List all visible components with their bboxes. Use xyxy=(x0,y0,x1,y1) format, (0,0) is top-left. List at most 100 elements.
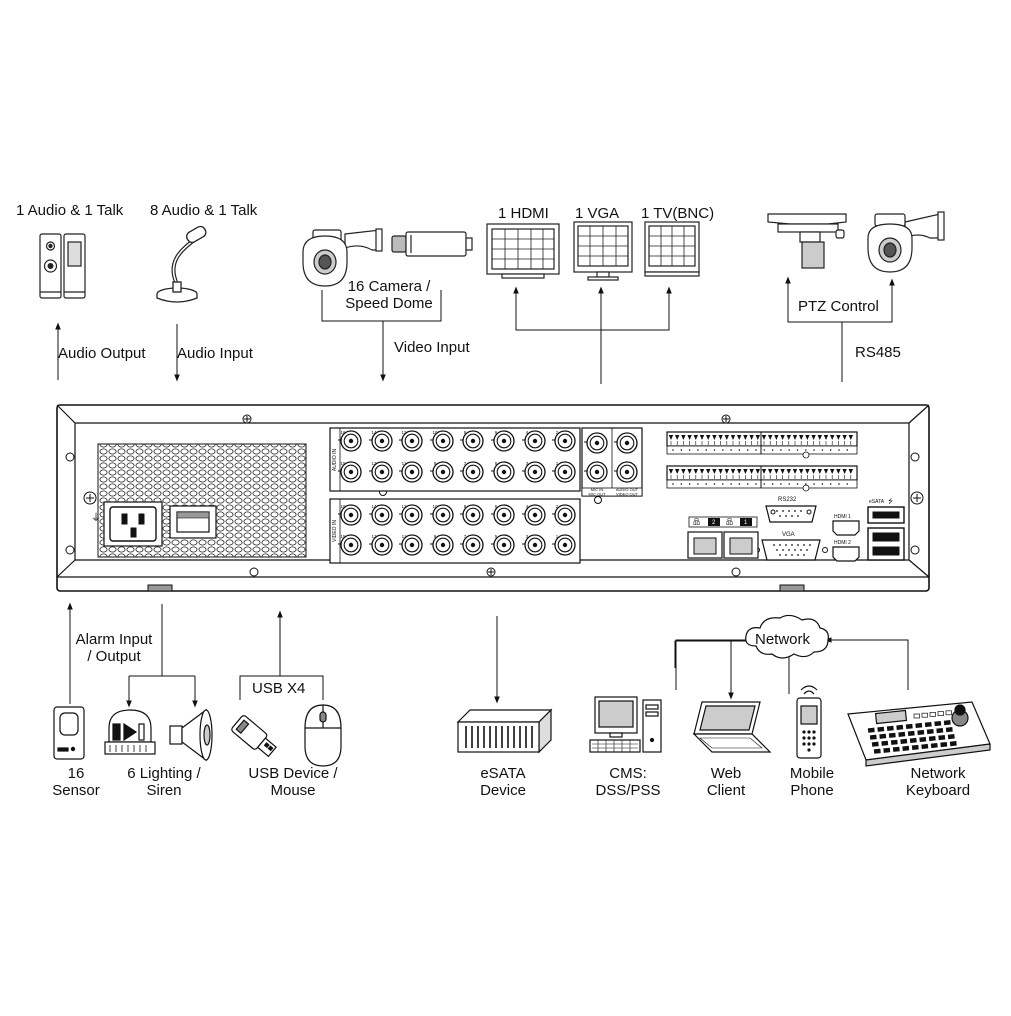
lan1-label: 1 xyxy=(744,520,748,526)
audio-in-channel-number: 5 xyxy=(495,461,498,466)
video-in-channel-number: 1 xyxy=(556,534,559,539)
alarm-sensor-icon xyxy=(53,706,85,760)
audio-in-channel-number: 11 xyxy=(402,461,407,466)
audio-in-bnc-9 xyxy=(430,461,454,483)
esata-storage-device-icon xyxy=(456,708,553,754)
audio-in-bnc-5 xyxy=(491,461,515,483)
rear-ports xyxy=(687,505,905,562)
keyboard-keys xyxy=(867,710,957,754)
video-in-bnc-14 xyxy=(369,504,393,526)
cms-label-line1: CMS: xyxy=(609,765,647,782)
hdmi-monitor-icon xyxy=(486,223,560,279)
lan-icon: 品 xyxy=(726,518,733,526)
vga-label: VGA xyxy=(782,532,795,538)
usb-x4-label: USB X4 xyxy=(252,680,306,697)
video-in-bnc-9 xyxy=(430,534,454,556)
mobile-label-line1: Mobile xyxy=(789,765,835,782)
ground-icon: ⏚ xyxy=(91,512,101,524)
audio-in-channel-number: 12 xyxy=(401,430,407,435)
audio-in-bnc-11 xyxy=(399,461,423,483)
lighting-siren-label: 6 Lighting / Siren xyxy=(114,765,214,799)
network-label: Network xyxy=(755,631,811,648)
video-in-bnc-12 xyxy=(399,504,423,526)
video-in-bnc-5 xyxy=(491,534,515,556)
video-in-channel-number: 2 xyxy=(556,504,559,509)
web-client-label: Web Client xyxy=(696,765,756,799)
video-in-channel-number: 11 xyxy=(402,534,407,539)
network-links xyxy=(675,639,770,690)
video-in-bnc-15 xyxy=(338,534,362,556)
video-in-channel-number: 13 xyxy=(371,534,377,539)
audio-in-channel-number: 1 xyxy=(556,461,559,466)
audio-in-bnc-6 xyxy=(491,430,515,452)
video-in-bnc-16 xyxy=(338,504,362,526)
hdmi2-label: HDMI 2 xyxy=(834,540,851,546)
audio-in-channel-number: 7 xyxy=(464,461,467,466)
rs232-label: RS232 xyxy=(778,497,797,503)
esata-device-label: eSATA Device xyxy=(466,765,540,799)
mic-in-label: MIC IN xyxy=(591,487,604,492)
video-in-channel-number: 9 xyxy=(434,534,437,539)
audio-in-channel-number: 6 xyxy=(495,430,498,435)
audio-in-channel-number: 3 xyxy=(526,461,529,466)
video-in-channel-number: 8 xyxy=(464,504,467,509)
video-in-channel-number: 15 xyxy=(340,534,346,539)
vga-port xyxy=(761,539,821,561)
rs485-label: RS485 xyxy=(855,344,901,361)
usb-device-label: USB Device / Mouse xyxy=(238,765,348,799)
video-in-channel-number: 5 xyxy=(495,534,498,539)
video-in-channel-number: 10 xyxy=(432,504,438,509)
camera-label-line2: Speed Dome xyxy=(345,295,433,312)
cms-label: CMS: DSS/PSS xyxy=(588,765,668,799)
hdmi1-label: HDMI 1 xyxy=(834,514,851,520)
video-in-bnc-1 xyxy=(552,534,576,556)
video-in-channel-number: 16 xyxy=(340,504,346,509)
panel-screws xyxy=(65,414,924,577)
video-out-label: VIDEO OUT xyxy=(616,492,639,497)
laptop-web-client-icon xyxy=(692,701,772,753)
network-keyboard-label: Network Keyboard xyxy=(896,765,980,799)
vga-label: 1 VGA xyxy=(575,205,620,222)
video-in-panel-label: VIDEO IN xyxy=(332,520,338,542)
audio-in-bnc-15 xyxy=(338,461,362,483)
audio-in-channel-number: 4 xyxy=(526,430,529,435)
video-in-bnc-2 xyxy=(552,504,576,526)
network-cloud-icon xyxy=(745,614,829,659)
audio-in-bnc-4 xyxy=(522,430,546,452)
speaker-icon xyxy=(39,233,86,299)
audio-in-channel-number: 2 xyxy=(556,430,559,435)
tv-label: 1 TV(BNC) xyxy=(641,205,715,222)
audio-in-bnc-10 xyxy=(430,430,454,452)
esata-label-line2: Device xyxy=(480,782,526,799)
audio-in-channel-number: 10 xyxy=(432,430,438,435)
camera-label: 16 Camera / Speed Dome xyxy=(334,278,444,312)
usb-device-label-line1: USB Device / xyxy=(248,765,338,782)
speed-dome-camera-icon xyxy=(302,228,383,287)
audio-output-label: Audio Output xyxy=(58,345,146,362)
audio-in-bnc-3 xyxy=(522,461,546,483)
bottom-connector-lines xyxy=(67,602,909,708)
sensor-label-line2: Sensor xyxy=(52,782,100,799)
box-camera-icon xyxy=(391,231,473,257)
audio-out-label: AUDIO OUT xyxy=(616,487,639,492)
ptz-camera-icon xyxy=(767,213,847,269)
pc-workstation-icon xyxy=(589,696,662,753)
mobile-label-line2: Phone xyxy=(790,782,834,799)
mobile-phone-icon xyxy=(796,685,822,759)
hdmi1-port xyxy=(832,520,860,536)
netkb-label-line2: Keyboard xyxy=(905,782,971,799)
usb-icon: ⭍ xyxy=(888,497,893,505)
audio-in-bnc-1 xyxy=(552,461,576,483)
vga-monitor-icon xyxy=(573,221,633,281)
usb-flash-drive-icon xyxy=(231,715,277,758)
ptz-control-label: PTZ Control xyxy=(798,298,879,315)
lan2-label: 2 xyxy=(712,520,716,526)
audio-in-bnc-2 xyxy=(552,430,576,452)
rear-port-labels: 2 1 品 品 RS232 VGA HDMI 1 HDMI 2 eSATA ⭍ xyxy=(688,497,893,546)
alarm-io-label: Alarm Input / Output xyxy=(64,631,164,665)
mic-in-bnc xyxy=(584,432,608,454)
video-in-bnc-10 xyxy=(430,504,454,526)
